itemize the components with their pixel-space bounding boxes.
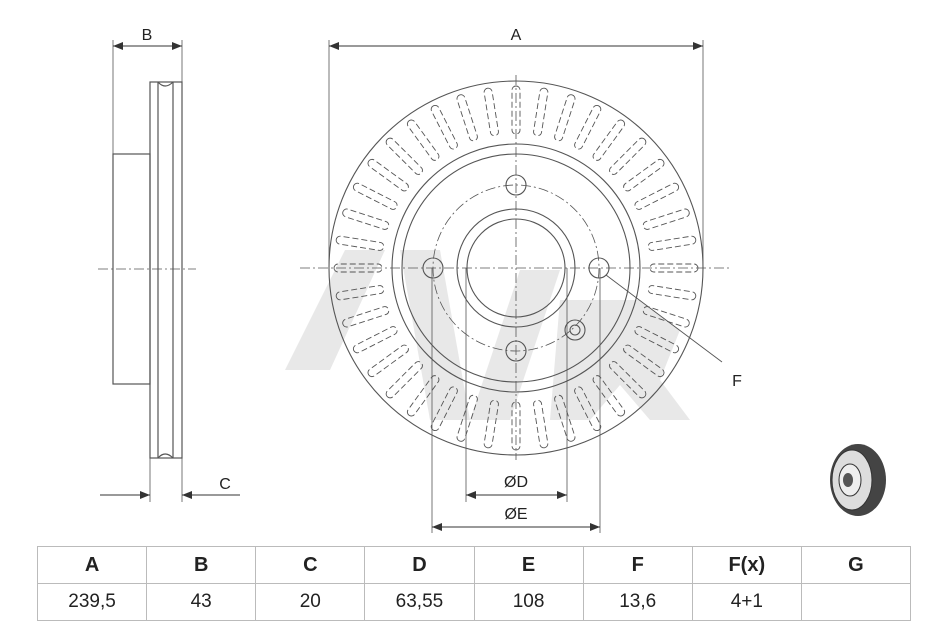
table-header-row: A B C D E F F(x) G: [36, 546, 912, 584]
header-cell: D: [364, 546, 475, 584]
label-a: A: [511, 27, 522, 44]
value-cell: 239,5: [36, 583, 148, 621]
dimensions-table: A B C D E F F(x) G 239,5 43 20 63,55 108…: [36, 546, 912, 621]
front-view: [300, 40, 730, 533]
dimension-b: B: [113, 27, 182, 50]
vane-slot: [406, 119, 440, 161]
vane-slot: [609, 361, 647, 399]
vane-slot: [367, 158, 409, 192]
dimension-e: ØE: [432, 506, 600, 531]
vane-slot: [352, 182, 398, 210]
vane-slot: [623, 344, 665, 378]
vane-slot: [647, 235, 697, 251]
header-cell: F: [582, 546, 693, 584]
header-cell: G: [800, 546, 912, 584]
vane-slot: [554, 94, 576, 142]
side-view: [98, 40, 196, 502]
vane-slot: [592, 375, 626, 417]
label-c: C: [219, 476, 231, 493]
disc-thumbnail: [830, 444, 886, 516]
dimension-d: ØD: [466, 474, 567, 499]
vane-slot: [574, 104, 602, 150]
vane-slot: [533, 399, 549, 449]
vane-slot: [342, 306, 390, 328]
dimension-a: A: [329, 27, 703, 50]
brake-disc-drawing: B C A ØD ØE: [98, 27, 886, 533]
value-cell: 43: [146, 583, 257, 621]
vane-slot: [533, 87, 549, 137]
value-cell: 20: [255, 583, 366, 621]
label-b: B: [142, 27, 153, 44]
table-row: 239,5 43 20 63,55 108 13,6 4+1: [36, 583, 912, 621]
vane-slot: [511, 85, 521, 135]
vane-slot: [642, 208, 690, 230]
value-cell: [800, 583, 912, 621]
vane-slot: [342, 208, 390, 230]
vane-slot: [385, 137, 423, 175]
vane-slot: [352, 326, 398, 354]
header-cell: B: [146, 546, 257, 584]
vane-slot: [333, 263, 383, 273]
vane-slot: [634, 326, 680, 354]
value-cell: 4+1: [691, 583, 802, 621]
dimension-c: C: [100, 476, 240, 499]
label-f: F: [732, 373, 742, 390]
vane-slot: [592, 119, 626, 161]
vane-slot: [456, 94, 478, 142]
vane-slot: [367, 344, 409, 378]
vane-slot: [430, 386, 458, 432]
vane-slot: [430, 104, 458, 150]
value-cell: 13,6: [582, 583, 693, 621]
vane-slot: [483, 399, 499, 449]
vane-slot: [456, 394, 478, 442]
label-d: ØD: [504, 474, 528, 491]
vane-slot: [623, 158, 665, 192]
vane-slot: [406, 375, 440, 417]
vane-slot: [574, 386, 602, 432]
value-cell: 63,55: [364, 583, 475, 621]
header-cell: C: [255, 546, 366, 584]
vane-slot: [647, 285, 697, 301]
header-cell: E: [473, 546, 584, 584]
header-cell: A: [36, 546, 148, 584]
vane-slot: [642, 306, 690, 328]
vane-slot: [554, 394, 576, 442]
vane-slot: [483, 87, 499, 137]
vane-slot: [335, 285, 385, 301]
vane-slot: [634, 182, 680, 210]
header-cell: F(x): [691, 546, 802, 584]
vane-slot: [385, 361, 423, 399]
vane-slot: [609, 137, 647, 175]
label-e: ØE: [504, 506, 527, 523]
vane-slot: [335, 235, 385, 251]
locating-hole: [564, 319, 586, 341]
value-cell: 108: [473, 583, 584, 621]
